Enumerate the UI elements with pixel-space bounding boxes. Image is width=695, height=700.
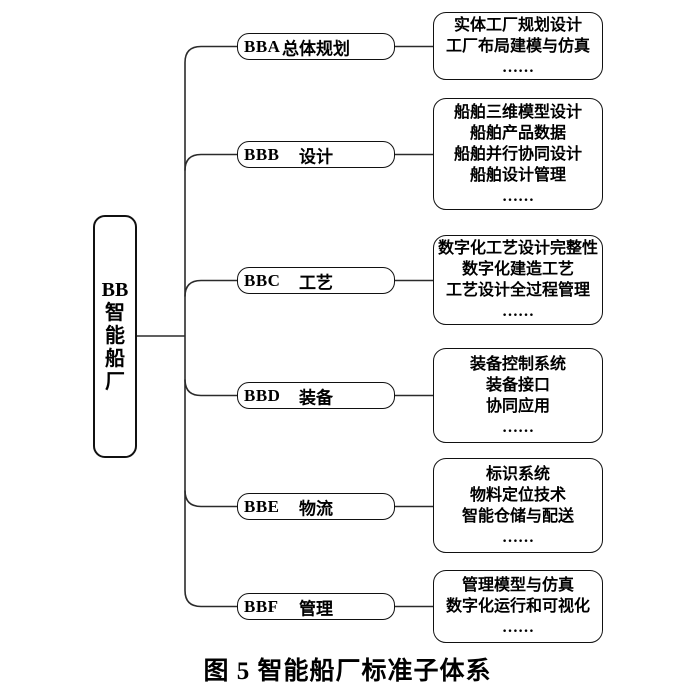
detail-item: 数字化运行和可视化 (445, 598, 590, 615)
connector-trunk-up-bba (184, 45, 237, 336)
root-char: 能 (105, 325, 125, 347)
branch-node-bbb: BBB 设计 (237, 141, 395, 168)
detail-item: 船舶三维模型设计 (453, 103, 582, 121)
branch-code: BBD (244, 385, 281, 405)
branch-code: BBA (244, 36, 281, 56)
detail-item: 船舶并行协同设计 (453, 145, 582, 163)
branch-label: 工艺 (299, 273, 333, 292)
branch-code: BBE (244, 496, 280, 516)
detail-item: 物料定位技术 (469, 486, 566, 504)
detail-item: 工艺设计全过程管理 (445, 282, 590, 299)
detail-node-bbc: 数字化工艺设计完整性 数字化建造工艺 工艺设计全过程管理 …… (433, 235, 603, 325)
detail-item: 装备接口 (485, 376, 550, 394)
branch-label: 装备 (299, 388, 333, 407)
root-code: BB (101, 279, 129, 301)
connector-trunk-down-bbf (184, 336, 237, 608)
detail-item: 装备控制系统 (469, 355, 566, 373)
detail-item: 实体工厂规划设计 (453, 16, 582, 34)
branch-label: 总体规划 (282, 39, 350, 58)
detail-item-ellipsis: …… (502, 303, 534, 320)
connector-branch-bbd (184, 379, 237, 397)
detail-node-bbf: 管理模型与仿真 数字化运行和可视化 …… (433, 570, 603, 643)
detail-node-bba: 实体工厂规划设计 工厂布局建模与仿真 …… (433, 12, 603, 80)
detail-item-ellipsis: …… (502, 187, 534, 205)
detail-item: 协同应用 (485, 397, 550, 415)
detail-item: 船舶设计管理 (469, 166, 566, 184)
root-char: 厂 (105, 371, 125, 393)
figure-caption: 图 5 智能船厂标准子体系 (203, 658, 492, 685)
detail-item: 工厂布局建模与仿真 (445, 37, 590, 55)
branch-node-bba: BBA 总体规划 (237, 33, 395, 60)
branch-code: BBF (244, 596, 279, 616)
branch-code: BBB (244, 144, 280, 164)
branch-node-bbc: BBC 工艺 (237, 267, 395, 294)
detail-item: 管理模型与仿真 (461, 577, 574, 594)
branch-label: 管理 (299, 599, 333, 618)
branch-node-bbd: BBD 装备 (237, 382, 395, 409)
detail-item-ellipsis: …… (502, 528, 534, 546)
detail-item: 数字化建造工艺 (461, 261, 574, 278)
detail-item: 标识系统 (485, 465, 550, 483)
root-char: 船 (105, 348, 125, 370)
branch-label: 物流 (299, 499, 333, 518)
detail-node-bbd: 装备控制系统 装备接口 协同应用 …… (433, 348, 603, 443)
detail-item: 智能仓储与配送 (461, 507, 574, 525)
branch-node-bbf: BBF 管理 (237, 593, 395, 620)
root-char: 智 (105, 302, 125, 324)
root-node-bb-smart-shipyard: BB 智 能 船 厂 (93, 215, 137, 458)
connector-branch-bbc (184, 279, 237, 297)
detail-item: 船舶产品数据 (469, 124, 566, 142)
detail-item-ellipsis: …… (502, 418, 534, 436)
connector-branch-bbe (184, 490, 237, 508)
branch-label: 设计 (299, 147, 333, 166)
connector-branch-bbb (184, 153, 237, 171)
detail-node-bbb: 船舶三维模型设计 船舶产品数据 船舶并行协同设计 船舶设计管理 …… (433, 98, 603, 210)
detail-item-ellipsis: …… (502, 58, 534, 76)
detail-item: 数字化工艺设计完整性 (437, 240, 598, 257)
branch-node-bbe: BBE 物流 (237, 493, 395, 520)
branch-code: BBC (244, 270, 281, 290)
detail-node-bbe: 标识系统 物料定位技术 智能仓储与配送 …… (433, 458, 603, 553)
detail-item-ellipsis: …… (502, 619, 534, 636)
